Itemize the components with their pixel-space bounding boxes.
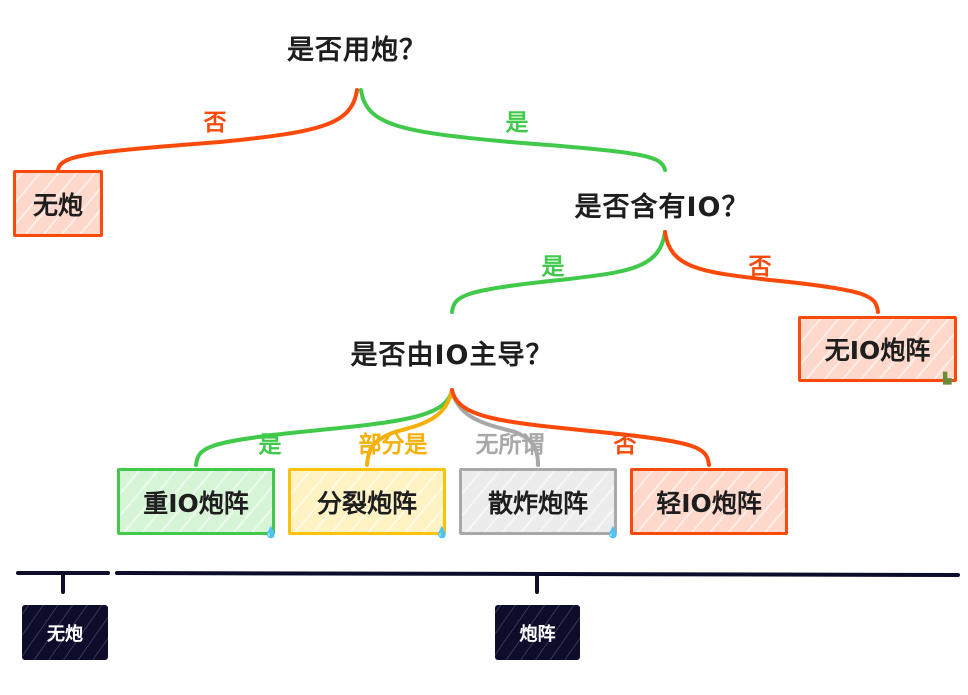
edge-label-heavy: 是 bbox=[258, 432, 282, 458]
edge-split bbox=[365, 388, 454, 467]
edge-label-yes-cannon: 是 bbox=[505, 110, 529, 136]
edge-no-cannon bbox=[56, 88, 359, 172]
edge-no-io bbox=[663, 230, 880, 314]
edge-label-split: 部分是 bbox=[358, 432, 428, 458]
edge-label-no-io: 否 bbox=[748, 254, 772, 280]
result-no-cannon: 无炮 bbox=[13, 170, 103, 237]
result-label: 分裂炮阵 bbox=[316, 488, 417, 518]
result-no-io: 无IO炮阵 bbox=[798, 316, 957, 382]
timeline-label: 炮阵 bbox=[519, 623, 556, 645]
question-use-cannon: 是否用炮？ bbox=[287, 35, 427, 66]
edge-light-io bbox=[450, 388, 711, 467]
timeline bbox=[16, 571, 960, 594]
edge-yes-io bbox=[450, 230, 667, 314]
result-label: 重IO炮阵 bbox=[143, 488, 249, 518]
droplet-icon: 💧 bbox=[435, 526, 449, 539]
droplet-icon: 💧 bbox=[606, 526, 620, 539]
question-io-dominant: 是否由IO主导？ bbox=[350, 340, 554, 371]
edge-label-scatter: 无所谓 bbox=[475, 432, 545, 458]
timeline-tag-cannon-array: 炮阵 bbox=[495, 605, 580, 660]
edge-heavy-io bbox=[194, 388, 454, 467]
result-heavy-io: 重IO炮阵 bbox=[117, 468, 275, 535]
result-label: 无炮 bbox=[32, 190, 83, 220]
result-label: 轻IO炮阵 bbox=[656, 488, 762, 518]
timeline-label: 无炮 bbox=[47, 623, 83, 645]
edge-label-yes-io: 是 bbox=[541, 254, 565, 280]
result-label: 散炸炮阵 bbox=[487, 488, 588, 518]
result-split: 分裂炮阵 bbox=[288, 468, 446, 535]
edge-label-light: 否 bbox=[613, 432, 637, 458]
timeline-tag-no-cannon: 无炮 bbox=[22, 605, 108, 660]
result-scatter: 散炸炮阵 bbox=[459, 468, 617, 535]
droplet-icon: 💧 bbox=[264, 526, 278, 539]
result-label: 无IO炮阵 bbox=[824, 336, 931, 365]
edge-scatter bbox=[450, 388, 540, 467]
edge-label-no-cannon: 否 bbox=[203, 110, 227, 136]
plant-icon: ▙ bbox=[943, 372, 952, 385]
result-light-io: 轻IO炮阵 bbox=[630, 468, 788, 535]
edge-yes-cannon bbox=[359, 88, 667, 172]
question-has-io: 是否含有IO？ bbox=[574, 192, 750, 223]
